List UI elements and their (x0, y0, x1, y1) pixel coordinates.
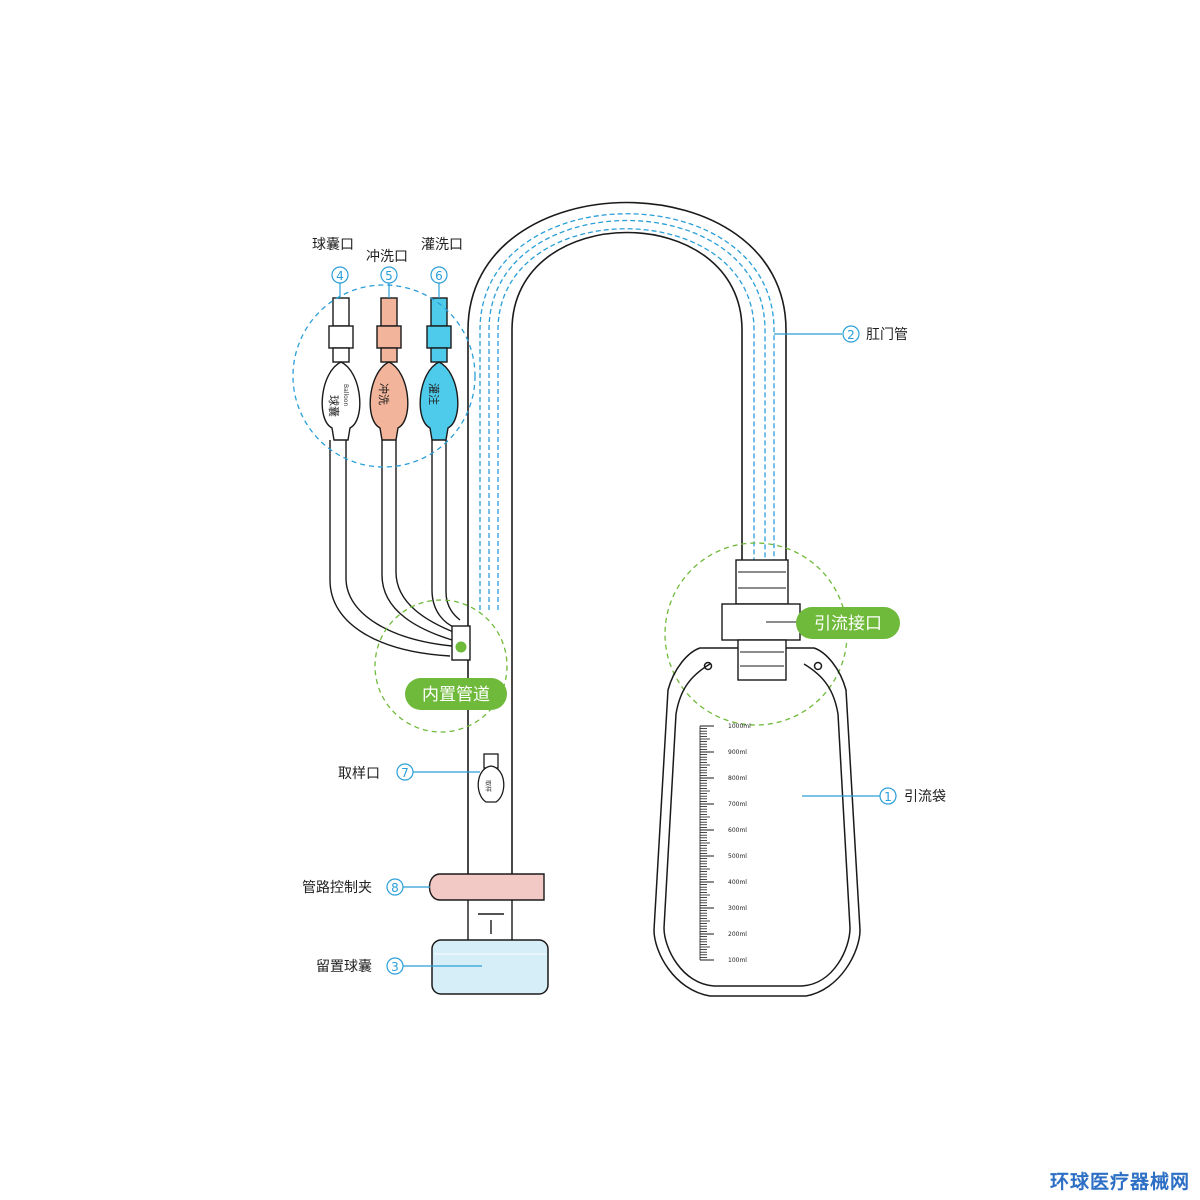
num-7: 7 (401, 766, 409, 780)
num-1: 1 (884, 790, 892, 804)
scale-label: 400ml (728, 879, 747, 886)
anal-tube (467, 201, 787, 880)
label-retention-balloon: 留置球囊 (316, 958, 372, 975)
flush-port[interactable]: 冲洗 (369, 297, 409, 441)
scale-label: 500ml (728, 853, 747, 860)
drain-connector[interactable] (721, 559, 801, 681)
drain-connector-pill (796, 607, 900, 639)
retention-balloon (431, 939, 549, 995)
label-irrigation-port: 灌洗口 (421, 237, 463, 253)
sampling-bulb-label: 取样 (484, 780, 492, 792)
scale-label: 700ml (728, 801, 747, 808)
balloon-bulb-label: 球囊 (327, 395, 341, 417)
num-6: 6 (435, 269, 443, 283)
scale-label: 900ml (728, 749, 747, 756)
balloon-port[interactable]: 球囊 Balloon (321, 297, 361, 441)
num-8: 8 (391, 881, 399, 895)
balloon-bulb-en: Balloon (342, 384, 349, 406)
scale-label: 200ml (728, 931, 747, 938)
inner-channel-pill (405, 678, 507, 710)
scale-label: 300ml (728, 905, 747, 912)
label-drain-connector: 引流接口 (814, 614, 882, 634)
label-inner-channel: 内置管道 (422, 685, 490, 705)
tube-tip (467, 900, 513, 940)
volume-scale: 1000ml 900ml 800ml 700ml 600ml 500ml 400ml 300m… (699, 723, 751, 964)
label-flush-port: 冲洗口 (366, 249, 408, 265)
scale-label: 600ml (728, 827, 747, 834)
inner-channel-highlight-circle (374, 599, 508, 733)
scale-label: 1000ml (728, 723, 751, 730)
junction-indicator (455, 641, 467, 653)
label-sampling-port: 取样口 (338, 766, 380, 782)
num-4: 4 (336, 269, 344, 283)
watermark: 环球医疗器械网 (1049, 1171, 1190, 1193)
label-balloon-port: 球囊口 (312, 236, 354, 253)
drain-bag (653, 647, 861, 997)
irrigation-port[interactable]: 灌注 (419, 297, 459, 441)
port-number-markers (331, 266, 448, 298)
sampling-port[interactable]: 取样 (477, 753, 505, 803)
irrigation-bulb-label: 灌注 (427, 383, 441, 405)
scale-label: 100ml (728, 957, 747, 964)
scale-label: 800ml (728, 775, 747, 782)
num-3: 3 (391, 960, 399, 974)
label-drain-bag: 引流袋 (904, 789, 946, 805)
label-line-clamp: 管路控制夹 (302, 880, 372, 896)
port-branch-tubes (329, 440, 461, 657)
ports-highlight-circle (292, 284, 476, 468)
flush-bulb-label: 冲洗 (377, 383, 391, 405)
num-5: 5 (385, 269, 393, 283)
line-clamp[interactable] (428, 873, 545, 901)
num-2: 2 (847, 328, 855, 342)
label-anal-tube: 肛门管 (866, 327, 908, 343)
inner-lumen-dashes (479, 213, 775, 610)
